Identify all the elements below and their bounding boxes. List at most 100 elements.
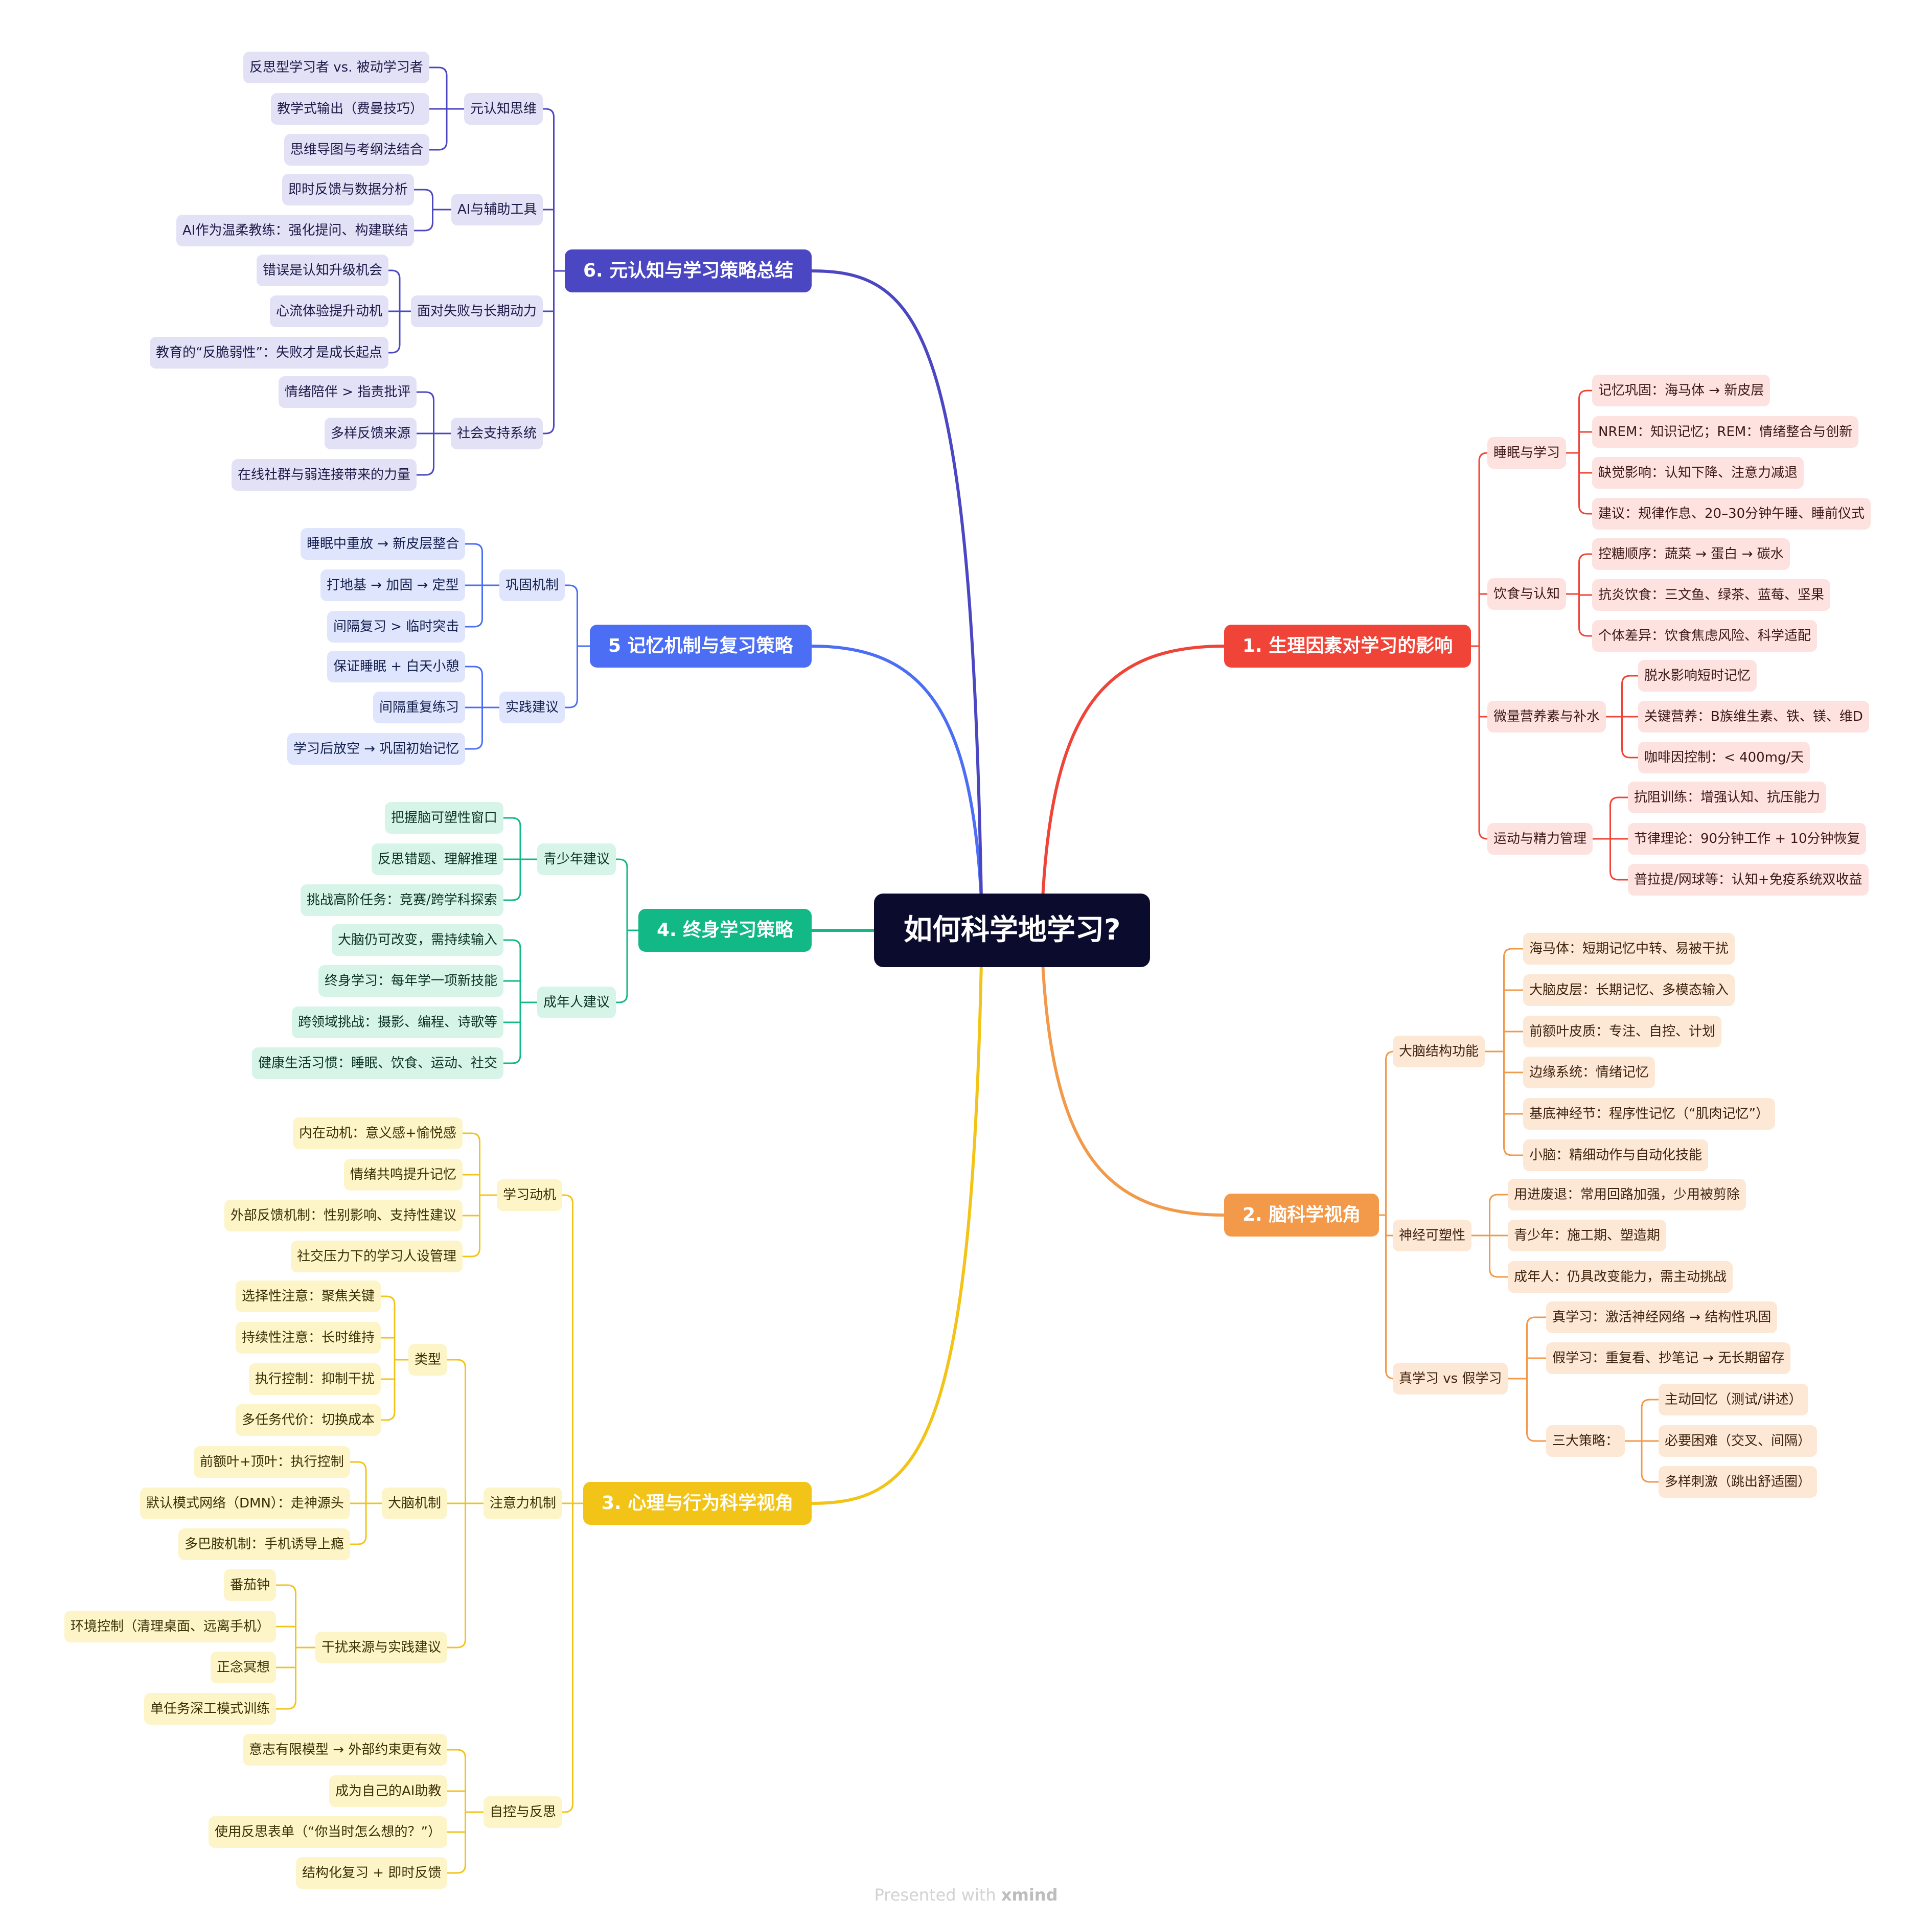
leaf-topic[interactable]: 打地基 → 加固 → 定型	[320, 569, 465, 601]
leaf-topic[interactable]: 大脑皮层：长期记忆、多模态输入	[1523, 974, 1735, 1006]
leaf-topic[interactable]: 健康生活习惯：睡眠、饮食、运动、社交	[252, 1047, 504, 1079]
subtopic[interactable]: 巩固机制	[499, 569, 565, 601]
leaf-topic[interactable]: 多巴胺机制：手机诱导上瘾	[178, 1528, 351, 1560]
leaf-topic[interactable]: 个体差异：饮食焦虑风险、科学适配	[1592, 620, 1818, 652]
subtopic[interactable]: 运动与精力管理	[1487, 823, 1593, 855]
leaf-topic[interactable]: 普拉提/网球等：认知+免疫系统双收益	[1628, 864, 1869, 896]
leaf-topic[interactable]: 青少年：施工期、塑造期	[1508, 1220, 1667, 1251]
subtopic[interactable]: 实践建议	[499, 692, 565, 723]
branch-topic-1[interactable]: 1. 生理因素对学习的影响	[1224, 625, 1471, 668]
leaf-topic[interactable]: 意志有限模型 → 外部约束更有效	[243, 1734, 448, 1766]
leaf-topic[interactable]: 挑战高阶任务：竞赛/跨学科探索	[301, 884, 503, 916]
leaf-topic[interactable]: 使用反思表单（“你当时怎么想的？”）	[209, 1816, 447, 1848]
leaf-topic[interactable]: NREM：知识记忆；REM：情绪整合与创新	[1592, 416, 1859, 448]
leaf-topic[interactable]: 内在动机：意义感+愉悦感	[293, 1117, 463, 1149]
leaf-topic[interactable]: 建议：规律作息、20–30分钟午睡、睡前仪式	[1592, 498, 1871, 530]
leaf-topic[interactable]: 控糖顺序：蔬菜 → 蛋白 → 碳水	[1592, 538, 1790, 570]
leaf-topic[interactable]: 思维导图与考纲法结合	[284, 134, 430, 166]
leaf-topic[interactable]: 在线社群与弱连接带来的力量	[232, 459, 417, 491]
leaf-topic[interactable]: 假学习：重复看、抄笔记 → 无长期留存	[1546, 1342, 1791, 1374]
leaf-topic[interactable]: 多任务代价：切换成本	[236, 1404, 381, 1436]
leaf-topic[interactable]: 边缘系统：情绪记忆	[1523, 1057, 1655, 1088]
subtopic[interactable]: 自控与反思	[484, 1796, 563, 1828]
subtopic[interactable]: 成年人建议	[537, 987, 616, 1018]
subtopic[interactable]: 学习动机	[497, 1179, 563, 1211]
leaf-topic[interactable]: 心流体验提升动机	[270, 295, 389, 327]
subtopic[interactable]: 类型	[408, 1344, 448, 1376]
leaf-topic[interactable]: 正念冥想	[211, 1652, 277, 1683]
leaf-topic[interactable]: 记忆巩固：海马体 → 新皮层	[1592, 375, 1770, 406]
leaf-topic[interactable]: 睡眠中重放 → 新皮层整合	[301, 528, 466, 560]
leaf-topic[interactable]: 环境控制（清理桌面、远离手机）	[64, 1611, 277, 1642]
leaf-topic[interactable]: 关键营养：B族维生素、铁、镁、维D	[1638, 701, 1869, 733]
leaf-topic[interactable]: 默认模式网络（DMN）：走神源头	[140, 1488, 350, 1519]
subtopic[interactable]: 元认知思维	[464, 93, 543, 125]
leaf-topic[interactable]: 把握脑可塑性窗口	[385, 802, 504, 834]
leaf-topic[interactable]: 节律理论：90分钟工作 + 10分钟恢复	[1628, 823, 1867, 855]
leaf-topic[interactable]: 前额叶皮质：专注、自控、计划	[1523, 1016, 1722, 1047]
leaf-topic[interactable]: 真学习：激活神经网络 → 结构性巩固	[1546, 1301, 1778, 1333]
leaf-topic[interactable]: AI作为温柔教练：强化提问、构建联结	[176, 215, 415, 246]
leaf-topic[interactable]: 反思型学习者 vs. 被动学习者	[243, 52, 429, 83]
subtopic[interactable]: 睡眠与学习	[1487, 437, 1567, 469]
leaf-topic[interactable]: 学习后放空 → 巩固初始记忆	[287, 733, 466, 765]
leaf-topic[interactable]: 大脑仍可改变，需持续输入	[332, 924, 504, 956]
leaf-topic[interactable]: 前额叶+顶叶：执行控制	[194, 1446, 350, 1478]
subtopic[interactable]: 面对失败与长期动力	[411, 295, 543, 327]
leaf-topic[interactable]: 番茄钟	[224, 1569, 277, 1601]
leaf-topic[interactable]: 成年人：仍具改变能力，需主动挑战	[1508, 1261, 1733, 1293]
leaf-topic[interactable]: 间隔复习 > 临时突击	[327, 611, 466, 643]
leaf-topic[interactable]: 咖啡因控制：< 400mg/天	[1638, 742, 1810, 773]
subtopic[interactable]: 注意力机制	[484, 1488, 563, 1519]
leaf-topic[interactable]: 海马体：短期记忆中转、易被干扰	[1523, 933, 1735, 965]
leaf-topic[interactable]: 用进废退：常用回路加强，少用被剪除	[1508, 1179, 1746, 1210]
leaf-topic[interactable]: 结构化复习 + 即时反馈	[296, 1857, 448, 1889]
leaf-topic[interactable]: 即时反馈与数据分析	[282, 174, 415, 205]
leaf-topic[interactable]: 主动回忆（测试/讲述）	[1659, 1384, 1808, 1415]
leaf-topic[interactable]: 选择性注意：聚焦关键	[236, 1280, 381, 1312]
leaf-topic[interactable]: 反思错题、理解推理	[372, 843, 504, 875]
leaf-topic[interactable]: 执行控制：抑制干扰	[249, 1363, 381, 1395]
branch-topic-2[interactable]: 2. 脑科学视角	[1224, 1194, 1379, 1237]
leaf-topic[interactable]: 基底神经节：程序性记忆（“肌肉记忆”）	[1523, 1098, 1775, 1130]
leaf-topic[interactable]: 单任务深工模式训练	[144, 1693, 277, 1725]
leaf-topic[interactable]: 成为自己的AI助教	[329, 1775, 448, 1807]
root-topic[interactable]: 如何科学地学习?	[874, 894, 1151, 967]
subtopic[interactable]: 三大策略：	[1546, 1425, 1625, 1457]
subtopic[interactable]: 大脑机制	[382, 1488, 448, 1519]
leaf-topic[interactable]: 小脑：精细动作与自动化技能	[1523, 1139, 1709, 1171]
subtopic[interactable]: AI与辅助工具	[451, 194, 543, 225]
leaf-topic[interactable]: 抗阻训练：增强认知、抗压能力	[1628, 782, 1827, 813]
leaf-topic[interactable]: 教育的“反脆弱性”：失败才是成长起点	[150, 337, 388, 369]
leaf-topic[interactable]: 跨领域挑战：摄影、编程、诗歌等	[292, 1007, 504, 1038]
leaf-topic[interactable]: 抗炎饮食：三文鱼、绿茶、蓝莓、坚果	[1592, 579, 1831, 611]
subtopic[interactable]: 饮食与认知	[1487, 578, 1567, 610]
leaf-topic[interactable]: 教学式输出（费曼技巧）	[271, 93, 430, 125]
subtopic[interactable]: 青少年建议	[537, 843, 616, 875]
leaf-topic[interactable]: 保证睡眠 + 白天小憩	[327, 651, 466, 682]
subtopic[interactable]: 微量营养素与补水	[1487, 701, 1606, 733]
branch-topic-3[interactable]: 3. 心理与行为科学视角	[583, 1482, 812, 1525]
subtopic[interactable]: 真学习 vs 假学习	[1393, 1363, 1508, 1394]
leaf-topic[interactable]: 终身学习：每年学一项新技能	[318, 965, 504, 997]
leaf-topic[interactable]: 情绪陪伴 > 指责批评	[279, 376, 417, 408]
leaf-topic[interactable]: 外部反馈机制：性别影响、支持性建议	[224, 1200, 463, 1231]
subtopic[interactable]: 神经可塑性	[1393, 1220, 1472, 1251]
leaf-topic[interactable]: 缺觉影响：认知下降、注意力减退	[1592, 457, 1804, 489]
branch-topic-5[interactable]: 5 记忆机制与复习策略	[590, 625, 812, 668]
subtopic[interactable]: 社会支持系统	[451, 418, 543, 449]
leaf-topic[interactable]: 情绪共鸣提升记忆	[344, 1159, 463, 1191]
leaf-topic[interactable]: 间隔重复练习	[373, 692, 466, 723]
leaf-topic[interactable]: 持续性注意：长时维持	[236, 1322, 381, 1354]
leaf-topic[interactable]: 社交压力下的学习人设管理	[291, 1241, 463, 1272]
subtopic[interactable]: 大脑结构功能	[1393, 1036, 1485, 1067]
branch-topic-6[interactable]: 6. 元认知与学习策略总结	[565, 249, 812, 292]
subtopic[interactable]: 干扰来源与实践建议	[315, 1632, 448, 1663]
leaf-topic[interactable]: 多样刺激（跳出舒适圈）	[1659, 1466, 1818, 1498]
leaf-topic[interactable]: 脱水影响短时记忆	[1638, 660, 1757, 692]
leaf-topic[interactable]: 错误是认知升级机会	[257, 255, 389, 286]
branch-topic-4[interactable]: 4. 终身学习策略	[638, 909, 812, 952]
leaf-topic[interactable]: 多样反馈来源	[325, 418, 417, 449]
leaf-topic[interactable]: 必要困难（交叉、间隔）	[1659, 1425, 1818, 1457]
